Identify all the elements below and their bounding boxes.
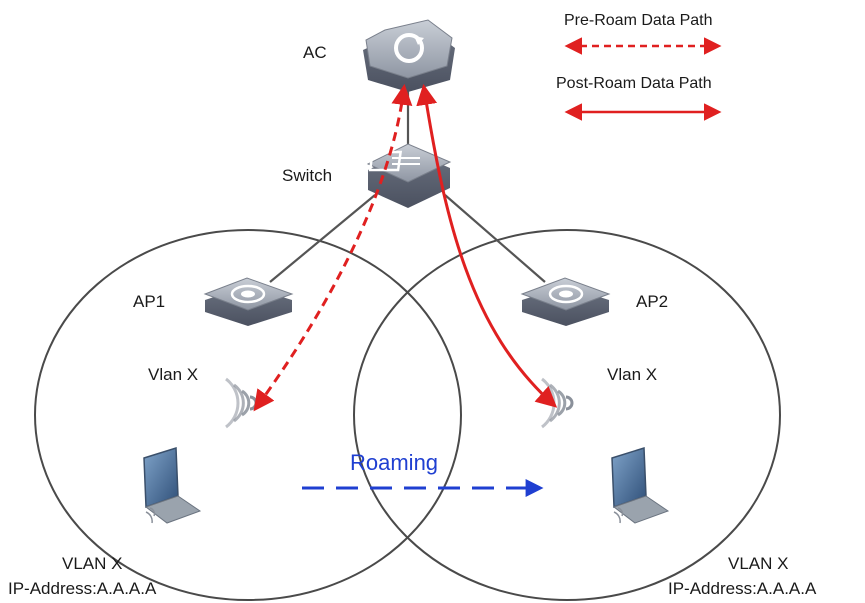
coverage-cell-ap1 (34, 229, 462, 601)
switch-label: Switch (282, 166, 332, 185)
ac-label: AC (303, 43, 327, 62)
pre-roam-data-path (253, 83, 413, 412)
coverage-cell-ap2 (353, 229, 781, 601)
client-left-ip: IP-Address:A.A.A.A (8, 579, 157, 598)
client-right-ip: IP-Address:A.A.A.A (668, 579, 817, 598)
legend-pre-roam-label: Pre-Roam Data Path (564, 12, 713, 29)
link-switch-ap2 (444, 194, 546, 283)
legend: Pre-Roam Data Path Post-Roam Data Path (556, 12, 722, 121)
wifi-signal-icon-right (541, 377, 574, 429)
controller-icon (363, 19, 455, 92)
roaming-label: Roaming (350, 450, 438, 475)
client-right-vlan: VLAN X (728, 554, 788, 573)
ap1-label: AP1 (133, 292, 165, 311)
laptop-icon-left (143, 446, 202, 524)
client-left-vlan: VLAN X (62, 554, 122, 573)
access-point-icon-ap1 (203, 277, 294, 326)
vlan-label-left: Vlan X (148, 365, 198, 384)
ap2-label: AP2 (636, 292, 668, 311)
post-roam-data-path (416, 83, 558, 408)
access-point-icon-ap2 (520, 277, 611, 326)
wifi-signal-icon-left (225, 377, 258, 429)
switch-icon (366, 143, 452, 208)
laptop-icon-right (611, 446, 670, 524)
vlan-label-right: Vlan X (607, 365, 657, 384)
legend-post-roam-label: Post-Roam Data Path (556, 75, 712, 92)
